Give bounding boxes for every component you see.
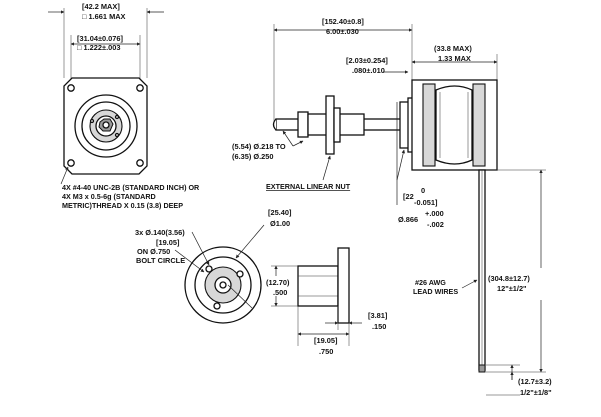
boss-in-top: +.000 xyxy=(425,209,444,218)
lead-length-mm: (304.8±12.7) xyxy=(488,274,530,283)
front-width-mm: [42.2 MAX] xyxy=(82,2,120,11)
boss-mm-bottom: -0.051] xyxy=(414,198,438,207)
boss-in-bottom: -.002 xyxy=(427,220,444,229)
mounting-hole xyxy=(136,159,144,167)
mounting-hole xyxy=(67,159,75,167)
boss-mm-top: 0 xyxy=(421,186,425,195)
flange-dia-in: Ø1.00 xyxy=(270,219,290,228)
thread-note-line-3: METRIC)THREAD X 0.15 (3.8) DEEP xyxy=(62,201,183,210)
nut-length-in: .750 xyxy=(319,347,333,356)
hole-spacing-in: □ 1.222±.003 xyxy=(77,43,120,52)
lead-wires-label-2: LEAD WIRES xyxy=(413,287,458,296)
front-width-in: □ 1.661 MAX xyxy=(82,12,126,21)
front-view: [42.2 MAX] □ 1.661 MAX [31.04±0.076] □ 1… xyxy=(48,2,200,210)
thread-note-line-1: 4X #4-40 UNC-2B (STANDARD INCH) OR xyxy=(62,183,200,192)
mounting-hole xyxy=(67,84,75,92)
bolt-hole xyxy=(205,265,213,273)
hole-spacing-mm: [31.04±0.076] xyxy=(77,34,124,43)
side-view: [152.40±0.8] 6.00±.030 (33.8 MAX) 1.33 M… xyxy=(232,17,552,397)
boss-in-main: Ø.866 xyxy=(398,215,418,224)
body-dia-mm: (12.70) xyxy=(266,278,290,287)
holes-note: 3x Ø.140(3.56) xyxy=(135,228,185,237)
external-nut-label: EXTERNAL LINEAR NUT xyxy=(266,182,351,191)
flange-dia-mm: [25.40] xyxy=(268,208,292,217)
screw-length-mm: [152.40±0.8] xyxy=(322,17,364,26)
bolt-hole xyxy=(236,270,244,278)
bolt-circle-label: BOLT CIRCLE xyxy=(136,256,185,265)
strip-mm: (12.7±3.2) xyxy=(518,377,552,386)
bolt-hole xyxy=(213,302,221,310)
screw-dia-1: (5.54) Ø.218 TO xyxy=(232,142,286,151)
boss-mm-main: [22 xyxy=(403,192,414,201)
nut-view: 3x Ø.140(3.56) [19.05] ON Ø.750 BOLT CIR… xyxy=(135,208,388,356)
motor-length-mm: (33.8 MAX) xyxy=(434,44,472,53)
lead-length-in: 12"±1/2" xyxy=(497,284,527,293)
strip-in: 1/2"±1/8" xyxy=(520,388,552,397)
flange-thk-mm: [3.81] xyxy=(368,311,388,320)
bolt-circle-in: ON Ø.750 xyxy=(137,247,170,256)
motor-length-in: 1.33 MAX xyxy=(438,54,471,63)
nut-length-mm: [19.05] xyxy=(314,336,338,345)
mounting-hole xyxy=(136,84,144,92)
bolt-circle-mm: [19.05] xyxy=(156,238,180,247)
pilot-mm: [2.03±0.254] xyxy=(346,56,388,65)
pilot-in: .080±.010 xyxy=(352,66,385,75)
nut-flange-side xyxy=(337,247,350,324)
body-dia-in: .500 xyxy=(273,288,287,297)
screw-dia-2: (6.35) Ø.250 xyxy=(232,152,274,161)
thread-note-line-2: 4X M3 x 0.5-6g (STANDARD xyxy=(62,192,156,201)
flange-thk-in: .150 xyxy=(372,322,386,331)
nut-body-side xyxy=(297,265,339,307)
lead-wires-label-1: #26 AWG xyxy=(415,278,446,287)
screw-length-in: 6.00±.030 xyxy=(326,27,359,36)
